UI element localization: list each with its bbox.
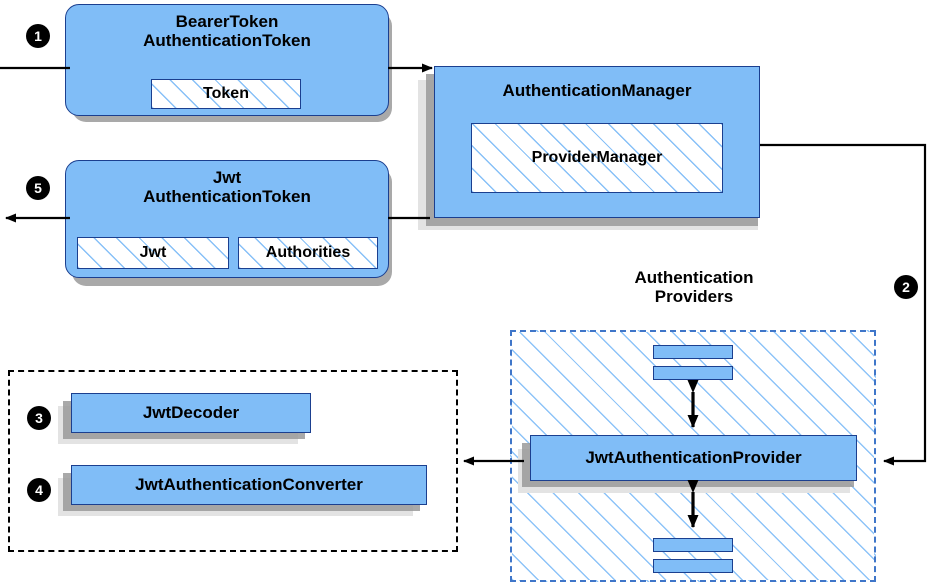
authentication-providers-caption: Authentication Providers bbox=[588, 268, 800, 306]
authentication-manager-title: AuthenticationManager bbox=[502, 81, 692, 100]
bearer-token-token-label: Token bbox=[203, 85, 249, 102]
provider-stub-bar-top-2 bbox=[653, 366, 733, 380]
bearer-token-compartment-token[interactable]: Token bbox=[151, 79, 301, 109]
step-badge-3: 3 bbox=[27, 406, 51, 430]
provider-manager-compartment[interactable]: ProviderManager bbox=[471, 123, 723, 193]
jwt-token-compartment-jwt[interactable]: Jwt bbox=[77, 237, 229, 269]
providers-caption-line-1: Authentication bbox=[634, 268, 754, 287]
jwt-decoder-label: JwtDecoder bbox=[142, 403, 240, 422]
jwt-token-authorities-label: Authorities bbox=[265, 244, 351, 261]
jwt-authentication-token-node[interactable]: Jwt AuthenticationToken Jwt Authorities bbox=[65, 160, 389, 278]
step-badge-4: 4 bbox=[27, 478, 51, 502]
bearer-token-title-line-1: BearerToken bbox=[175, 12, 279, 31]
bearer-token-title: BearerToken AuthenticationToken bbox=[66, 5, 388, 50]
jwt-token-jwt-label: Jwt bbox=[139, 244, 167, 261]
jwt-token-title-line-1: Jwt bbox=[212, 168, 242, 187]
bearer-token-title-line-2: AuthenticationToken bbox=[143, 31, 311, 51]
jwt-token-title-line-2: AuthenticationToken bbox=[143, 187, 311, 207]
jwt-authentication-provider-node[interactable]: JwtAuthenticationProvider bbox=[530, 435, 857, 481]
step-badge-5: 5 bbox=[26, 176, 50, 200]
jwt-authentication-provider-label: JwtAuthenticationProvider bbox=[585, 448, 802, 467]
provider-stub-bar-top-1 bbox=[653, 345, 733, 359]
step-badge-2: 2 bbox=[894, 275, 918, 299]
jwt-token-title: Jwt AuthenticationToken bbox=[66, 161, 388, 206]
step-badge-1: 1 bbox=[26, 24, 50, 48]
jwt-authentication-converter-node[interactable]: JwtAuthenticationConverter bbox=[71, 465, 427, 505]
authentication-manager-node[interactable]: AuthenticationManager ProviderManager bbox=[434, 66, 760, 218]
provider-stub-bar-bottom-2 bbox=[653, 559, 733, 573]
providers-caption-line-2: Providers bbox=[654, 287, 734, 307]
jwt-token-compartment-authorities[interactable]: Authorities bbox=[238, 237, 378, 269]
provider-stub-bar-bottom-1 bbox=[653, 538, 733, 552]
jwt-decoder-node[interactable]: JwtDecoder bbox=[71, 393, 311, 433]
jwt-authentication-converter-label: JwtAuthenticationConverter bbox=[135, 475, 363, 494]
bearer-token-node[interactable]: BearerToken AuthenticationToken Token bbox=[65, 4, 389, 116]
provider-manager-label: ProviderManager bbox=[531, 149, 663, 166]
jwt-support-group bbox=[8, 370, 458, 552]
